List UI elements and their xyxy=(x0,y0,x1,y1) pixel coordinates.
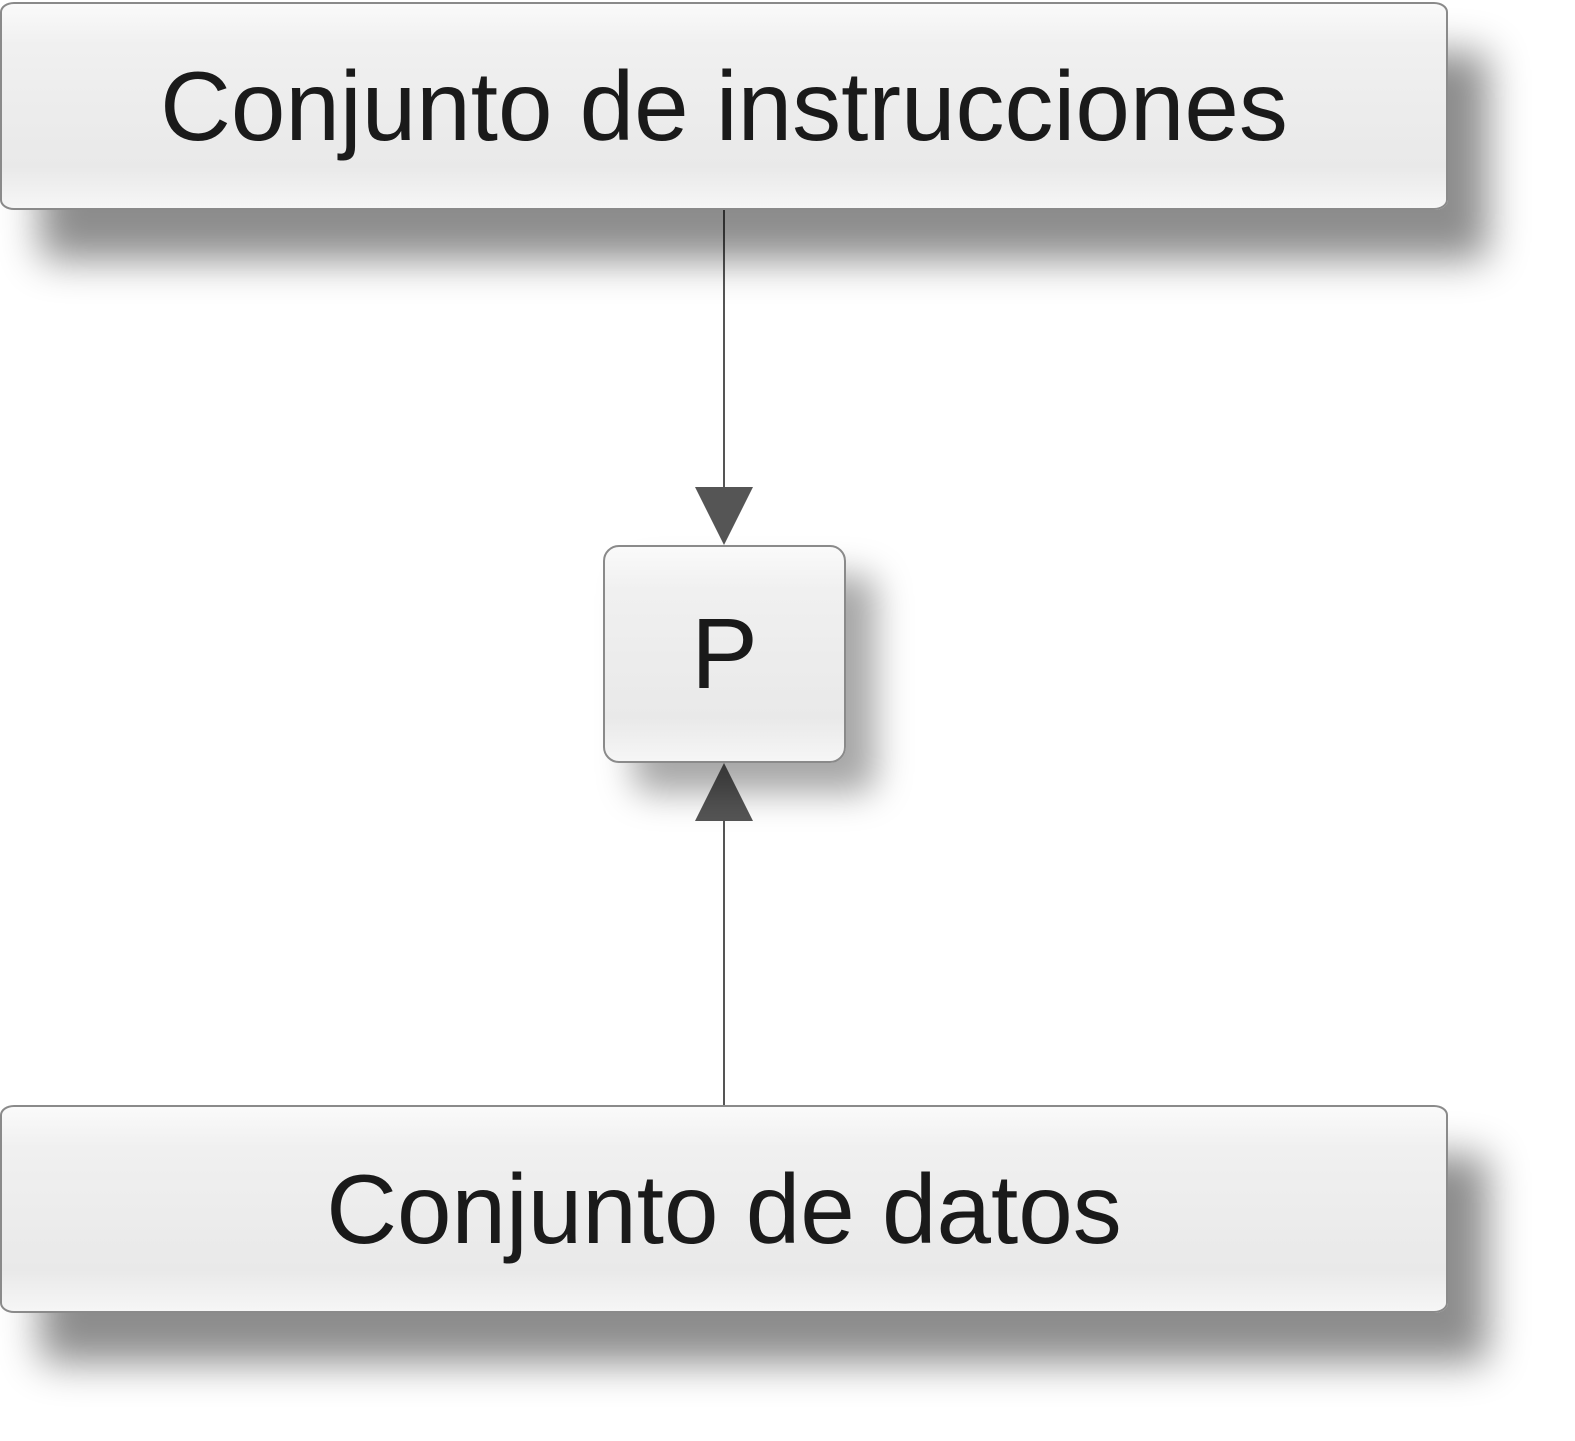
data-set-label: Conjunto de datos xyxy=(326,1153,1122,1264)
arrowhead-up xyxy=(695,763,753,821)
instruction-set-box: Conjunto de instrucciones xyxy=(0,2,1448,210)
processor-label: P xyxy=(691,597,758,710)
processor-box: P xyxy=(603,545,846,763)
instruction-set-label: Conjunto de instrucciones xyxy=(160,50,1288,161)
data-set-box: Conjunto de datos xyxy=(0,1105,1448,1313)
arrowhead-down xyxy=(695,487,753,545)
